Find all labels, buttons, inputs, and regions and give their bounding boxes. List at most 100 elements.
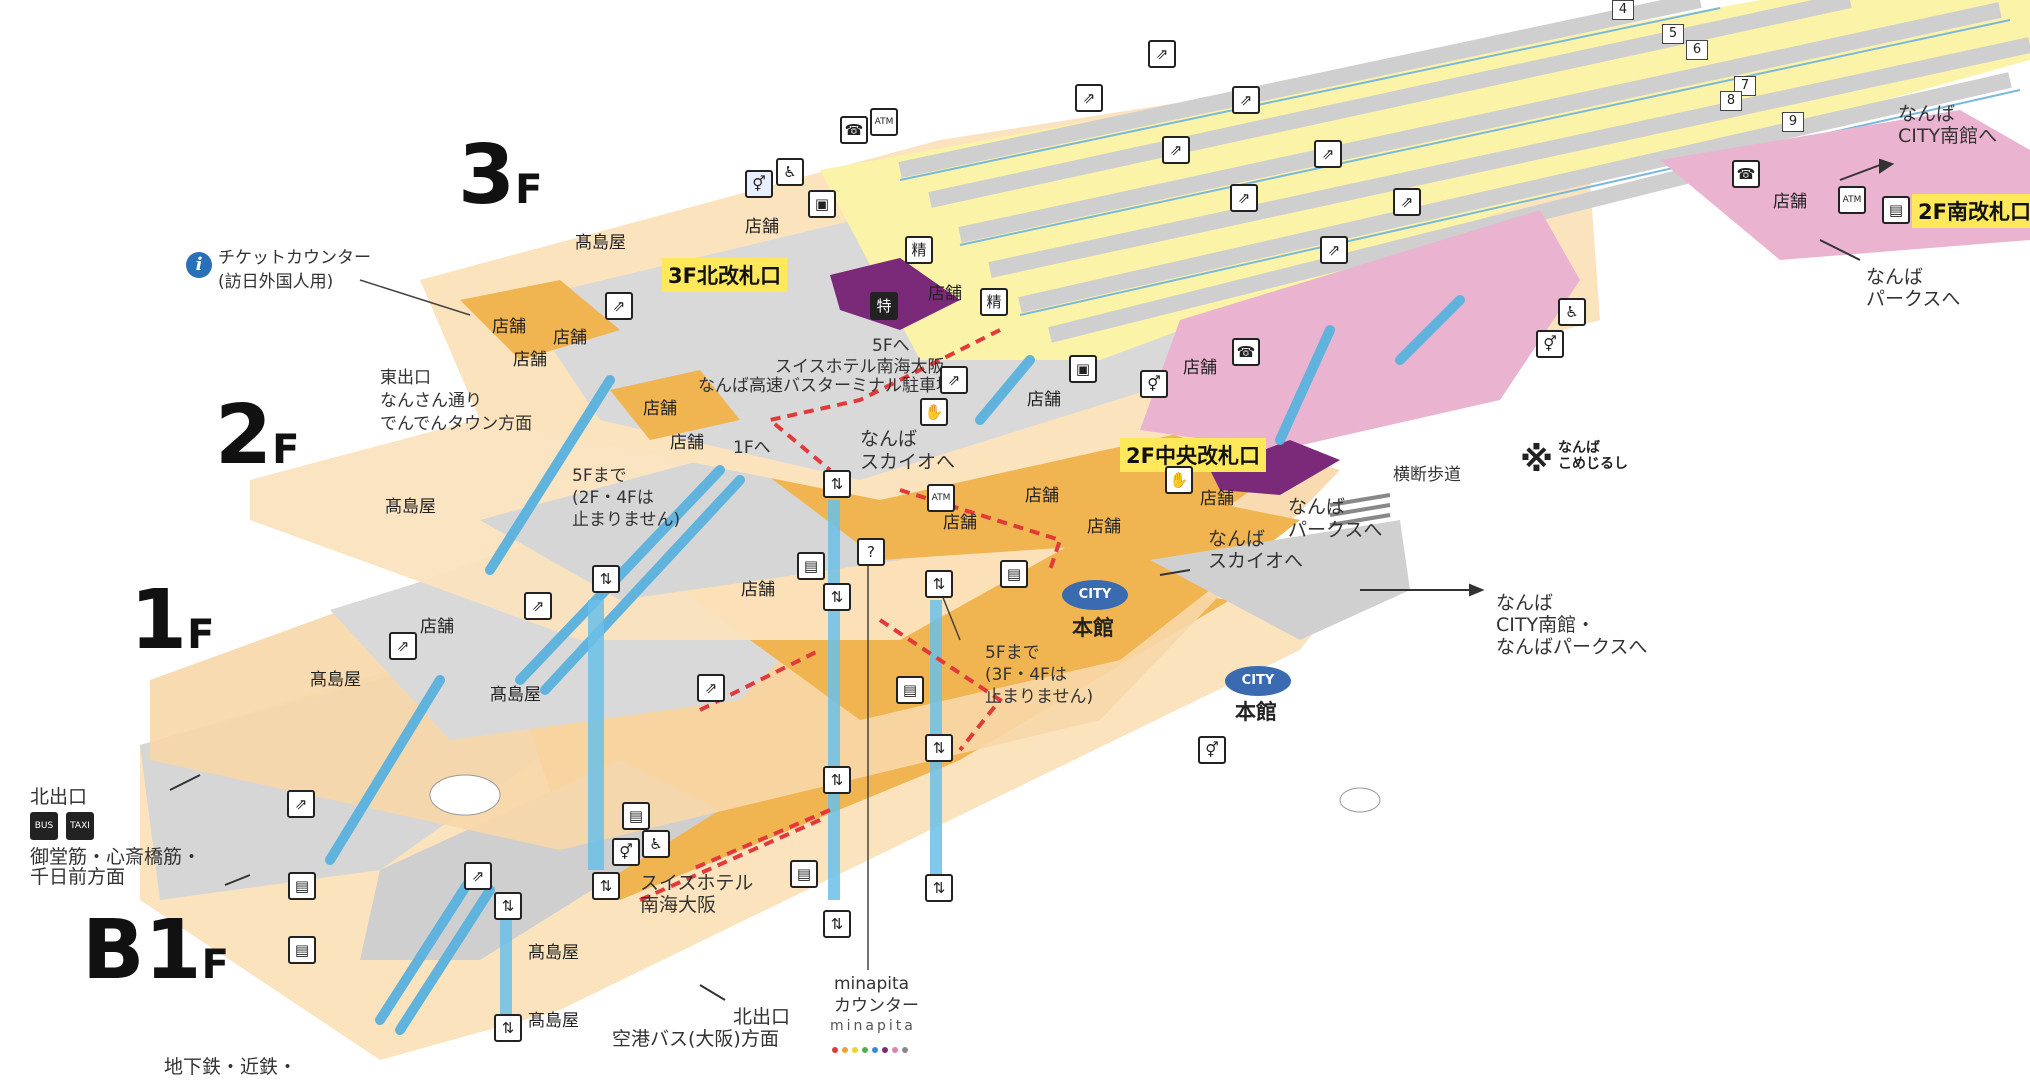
escalator-icon: ⇗ xyxy=(1162,136,1190,164)
elevator-icon: ⇅ xyxy=(925,734,953,762)
floor-label-1f: 1F xyxy=(130,580,214,662)
city-logo: CITY xyxy=(1062,580,1128,610)
floor-number: 2 xyxy=(215,388,273,483)
takashimaya-2f: 髙島屋 xyxy=(385,497,436,517)
city-parks-label-2: CITY南館・ xyxy=(1496,614,1596,636)
elevator-note-a2: (2F・4Fは xyxy=(572,488,654,508)
toku-icon: 特 xyxy=(870,292,898,320)
ticket-machine-icon: ▤ xyxy=(288,872,316,900)
atm-icon: ATM xyxy=(927,484,955,512)
takashimaya-1f-b: 髙島屋 xyxy=(490,685,541,705)
elevator-note-a1: 5Fまで xyxy=(572,466,627,486)
floor-suffix: F xyxy=(272,427,300,473)
ticket-machine-icon: ▤ xyxy=(622,802,650,830)
mejirushi-label-1: なんば xyxy=(1558,440,1600,456)
denden-label: でんでんタウン方面 xyxy=(380,414,533,434)
platform-number: 6 xyxy=(1686,40,1708,60)
tracks xyxy=(898,0,2030,343)
takashimaya-1f: 髙島屋 xyxy=(310,670,361,690)
escalator-icon: ⇗ xyxy=(1230,184,1258,212)
subway-label-1: 地下鉄・近鉄・ xyxy=(164,1056,298,1078)
floor-suffix: F xyxy=(187,612,215,658)
wheelchair-icon: ♿ xyxy=(1558,298,1586,326)
city-south-label-2: CITY南館へ xyxy=(1898,125,1998,147)
to-skyo-label-1: なんば xyxy=(860,428,918,450)
bus-icon: BUS xyxy=(30,812,58,840)
floor-number: 3 xyxy=(458,128,516,223)
airport-bus-label: 空港バス(大阪)方面 xyxy=(612,1028,779,1050)
hand-icon: ✋ xyxy=(920,398,948,426)
elevator-icon: ⇅ xyxy=(925,874,953,902)
city-parks-label-1: なんば xyxy=(1496,592,1554,614)
track-lines xyxy=(899,7,2021,316)
ticket-machine-icon: ▤ xyxy=(1000,560,1028,588)
phone-icon: ☎ xyxy=(840,116,868,144)
bus-terminal-label: なんば高速バスターミナル駐車場 xyxy=(698,376,953,396)
escalators xyxy=(325,295,1465,1035)
atm-icon: ATM xyxy=(1838,186,1866,214)
parks-right-label-2: パークスへ xyxy=(1866,288,1961,310)
ticket-machine-icon: ▤ xyxy=(896,676,924,704)
3f-shops-left xyxy=(460,280,620,360)
takashimaya-b1-b: 髙島屋 xyxy=(528,1011,579,1031)
info-icon: i xyxy=(186,252,212,278)
mejirushi-label-2: こめじるし xyxy=(1558,456,1628,472)
phone-icon: ☎ xyxy=(1732,160,1760,188)
escalator-icon: ⇗ xyxy=(1075,84,1103,112)
crosswalk-stripes xyxy=(1329,493,1391,527)
locker-icon: ▣ xyxy=(1069,355,1097,383)
shop-label: 店舗 xyxy=(1200,489,1234,509)
escalator-icon: ⇗ xyxy=(287,790,315,818)
nansan-label: なんさん通り xyxy=(380,391,482,411)
gate-2f-south: 2F南改札口 xyxy=(1912,194,2030,228)
shop-label: 店舗 xyxy=(1183,358,1217,378)
parks-label-2: パークスへ xyxy=(1288,519,1383,541)
city-parks-label-3: なんばパークスへ xyxy=(1496,636,1648,658)
sei-icon: 精 xyxy=(980,288,1008,316)
elevator-icon: ⇅ xyxy=(494,1014,522,1042)
shop-label: 店舗 xyxy=(1087,517,1121,537)
b1-plaza xyxy=(429,774,501,816)
wheelchair-icon: ♿ xyxy=(642,830,670,858)
taxi-icon: TAXI xyxy=(66,812,94,840)
ticket-machine-icon: ▤ xyxy=(790,860,818,888)
elevator-note-a3: 止まりません) xyxy=(572,510,681,530)
escalator-icon: ⇗ xyxy=(605,292,633,320)
escalator-icon: ⇗ xyxy=(1148,40,1176,68)
north-exit-2-label: 北出口 xyxy=(733,1006,791,1028)
floor-suffix: F xyxy=(515,167,543,213)
2f-pink-area xyxy=(1140,210,1580,450)
takashimaya-b1: 髙島屋 xyxy=(528,943,579,963)
restroom-icon: ⚥ xyxy=(745,170,773,198)
minapita-label-2: カウンター xyxy=(834,996,919,1016)
north-exit-label: 北出口 xyxy=(30,786,88,808)
escalator-icon: ⇗ xyxy=(389,632,417,660)
escalator-icon: ⇗ xyxy=(940,366,968,394)
2f-gate-purple xyxy=(1210,440,1340,495)
sei-icon: 精 xyxy=(905,236,933,264)
1f-right-walk xyxy=(1150,520,1410,640)
floor-number: B1 xyxy=(82,903,202,998)
elevator-icon: ⇅ xyxy=(925,570,953,598)
direction-arrows xyxy=(169,158,1895,1001)
elevator-icon: ⇅ xyxy=(823,470,851,498)
minapita-dots xyxy=(832,1038,912,1057)
ticket-machine-icon: ▤ xyxy=(797,552,825,580)
shop-label: 店舗 xyxy=(553,328,587,348)
gate-3f-north: 3F北改札口 xyxy=(662,258,787,292)
phone-icon: ☎ xyxy=(1232,338,1260,366)
city-south-label-1: なんば xyxy=(1898,103,1956,125)
1f-plaza xyxy=(1339,787,1381,813)
swiss-b1-label-1: スイスホテル xyxy=(640,872,754,894)
restroom-icon: ⚥ xyxy=(1536,330,1564,358)
escalator-icon: ⇗ xyxy=(1232,86,1260,114)
elevator-note-b3: 止まりません) xyxy=(985,687,1094,707)
platform-number: 5 xyxy=(1662,24,1684,44)
platform-number: 4 xyxy=(1612,0,1634,20)
restroom-icon: ⚥ xyxy=(1140,370,1168,398)
shop-label: 店舗 xyxy=(1027,390,1061,410)
skyo-1f-label-1: なんば xyxy=(1208,528,1266,550)
honkan-label-2: 本館 xyxy=(1235,700,1277,724)
gate-2f-central: 2F中央改札口 xyxy=(1120,438,1266,472)
